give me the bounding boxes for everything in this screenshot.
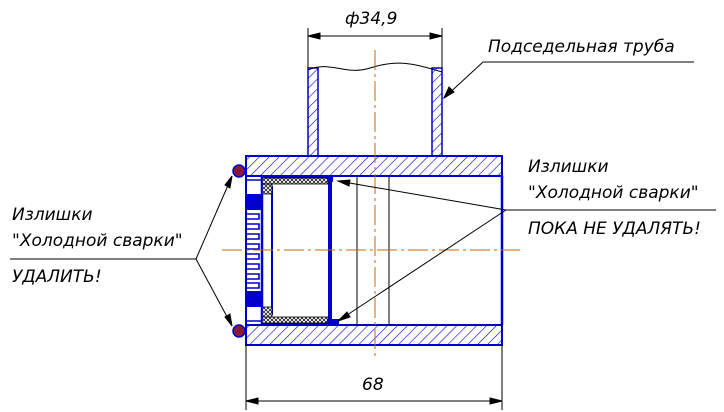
weld-blob-bottom [232,324,246,338]
left-excess-line2: "Холодной сварки" [12,231,183,251]
left-excess-leader [10,175,233,327]
weld-blob-top [232,164,246,178]
seat-tube [307,62,443,157]
right-excess-leader [336,179,716,322]
diameter-label: ф34,9 [345,9,397,29]
seal-block-top [247,194,261,210]
center-lines [222,50,520,358]
right-excess-line2: "Холодной сварки" [528,183,699,203]
insert-corner-top [261,183,273,195]
body-bottom-wall [245,324,503,346]
seal-block-bottom [247,291,261,307]
seat-tube-leader [442,61,694,100]
insert-top-mesh [261,177,329,185]
right-excess-line1: Излишки [528,157,609,177]
seat-tube-right-wall [431,67,443,157]
length-dimension [245,345,503,410]
seat-tube-label: Подседельная труба [488,37,675,57]
seat-tube-break-line [307,62,443,73]
left-excess-action: УДАЛИТЬ! [12,267,102,287]
seat-tube-left-wall [307,67,319,157]
length-label: 68 [362,375,384,395]
contact-mark-bottom [327,319,339,324]
seal-ribs [247,213,260,289]
horizontal-body [245,155,504,346]
body-top-wall [245,155,503,177]
contact-mark-top [327,176,333,182]
diameter-dimension [307,28,443,68]
right-excess-action: ПОКА НЕ УДАЛЯТЬ! [528,219,701,239]
insert-bottom-mesh [261,316,329,324]
left-excess-line1: Излишки [12,205,93,225]
insert-corner-bottom [261,306,273,318]
